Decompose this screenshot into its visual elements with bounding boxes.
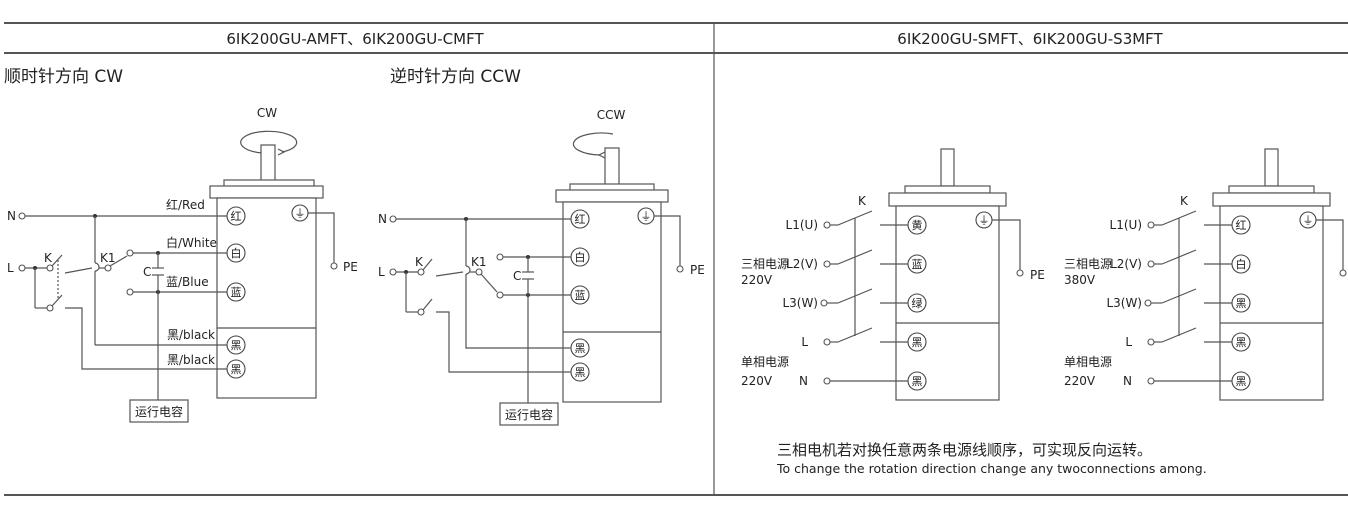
tp380-switch-k: K bbox=[1180, 194, 1189, 208]
tp220-pe-label: PE bbox=[1030, 268, 1045, 282]
three-phase-380v-diagram: 红 白 黑 黑 黑 ⏚ K L1(U) L2(V) L3(W) L N 三相电源… bbox=[1064, 148, 1347, 401]
tp380-terminal-1: 红 bbox=[1236, 219, 1247, 232]
ccw-terminal-blue: 蓝 bbox=[575, 289, 586, 302]
cw-wire-label-white: 白/White bbox=[166, 235, 217, 250]
tp380-terminal-2: 白 bbox=[1236, 257, 1247, 271]
ccw-input-l: L bbox=[378, 265, 385, 279]
ccw-switch-k: K bbox=[415, 255, 424, 269]
left-header-title: 6IK200GU-AMFT、6IK200GU-CMFT bbox=[226, 30, 484, 48]
tp220-input-l2: L2(V) bbox=[786, 257, 818, 271]
tp220-terminal-3: 绿 bbox=[912, 296, 923, 310]
tp220-terminal-5: 黑 bbox=[912, 375, 923, 388]
tp220-three-phase-voltage: 220V bbox=[741, 273, 773, 287]
tp220-input-n: N bbox=[799, 374, 808, 388]
tp220-single-phase-voltage: 220V bbox=[741, 374, 773, 388]
tp380-three-phase-label: 三相电源 bbox=[1064, 257, 1112, 271]
cw-terminal-black-1: 黑 bbox=[231, 339, 242, 352]
tp380-single-phase-label: 单相电源 bbox=[1064, 355, 1112, 369]
ccw-terminal-black-2: 黑 bbox=[575, 366, 586, 379]
cw-capacitor-c: C bbox=[143, 265, 151, 279]
cw-wire-label-black-2: 黑/black bbox=[167, 353, 215, 367]
ccw-rotation-label: CCW bbox=[597, 108, 626, 122]
ccw-terminal-black-1: 黑 bbox=[575, 342, 586, 355]
ccw-section-title: 逆时针方向 CCW bbox=[390, 67, 521, 87]
tp220-switch-k: K bbox=[858, 194, 867, 208]
svg-text:⏚: ⏚ bbox=[1303, 214, 1314, 227]
ccw-terminal-red: 红 bbox=[575, 213, 586, 226]
cw-input-l: L bbox=[7, 261, 14, 275]
tp380-input-l1: L1(U) bbox=[1110, 218, 1142, 232]
tp380-terminal-4: 黑 bbox=[1236, 336, 1247, 349]
note-chinese: 三相电机若对换任意两条电源线顺序，可实现反向运转。 bbox=[777, 441, 1152, 459]
tp380-input-n: N bbox=[1123, 374, 1132, 388]
tp220-terminal-4: 黑 bbox=[912, 336, 923, 349]
tp380-input-l3: L3(W) bbox=[1106, 296, 1142, 310]
svg-text:⏚: ⏚ bbox=[641, 210, 652, 223]
tp220-input-l1: L1(U) bbox=[786, 218, 818, 232]
cw-rotation-label: CW bbox=[257, 106, 277, 120]
cw-wire-label-blue: 蓝/Blue bbox=[166, 275, 209, 289]
tp220-single-phase-label: 单相电源 bbox=[741, 355, 789, 369]
tp220-three-phase-label: 三相电源 bbox=[741, 257, 789, 271]
cw-wire-label-red: 红/Red bbox=[166, 197, 205, 212]
svg-text:⏚: ⏚ bbox=[979, 214, 990, 227]
ccw-terminals: 红 白 蓝 黑 黑 ⏚ bbox=[570, 207, 655, 382]
ccw-input-n: N bbox=[378, 212, 387, 226]
cw-rotation-arrow-icon bbox=[240, 130, 298, 156]
cw-wire-label-black-1: 黑/black bbox=[167, 328, 215, 342]
cw-switch-k: K bbox=[44, 251, 53, 265]
right-header-title: 6IK200GU-SMFT、6IK200GU-S3MFT bbox=[897, 30, 1163, 48]
tp380-input-l: L bbox=[1125, 335, 1132, 349]
ccw-pe-label: PE bbox=[690, 263, 705, 277]
svg-text:⏚: ⏚ bbox=[295, 207, 306, 220]
cw-section-title: 顺时针方向 CW bbox=[4, 67, 123, 87]
tp380-motor bbox=[1212, 148, 1331, 401]
ccw-terminal-white: 白 bbox=[575, 250, 586, 264]
tp220-motor bbox=[888, 148, 1007, 401]
cw-pe-label: PE bbox=[343, 260, 358, 274]
ccw-motor bbox=[555, 147, 669, 403]
cw-diagram: 顺时针方向 CW CW 红 白 蓝 黑 黑 ⏚ PE N bbox=[4, 67, 358, 423]
tp220-terminal-1: 黄 bbox=[912, 218, 923, 232]
tp380-single-phase-voltage: 220V bbox=[1064, 374, 1096, 388]
ccw-rotation-arrow-icon bbox=[572, 132, 614, 159]
cw-terminal-blue: 蓝 bbox=[231, 286, 242, 299]
cw-input-n: N bbox=[7, 209, 16, 223]
tp380-three-phase-voltage: 380V bbox=[1064, 273, 1096, 287]
cw-terminal-red: 红 bbox=[231, 210, 242, 223]
tp380-terminal-3: 黑 bbox=[1236, 297, 1247, 310]
cw-motor bbox=[209, 144, 324, 399]
tp220-input-l3: L3(W) bbox=[782, 296, 818, 310]
cw-run-capacitor-box: 运行电容 bbox=[135, 404, 183, 419]
tp380-terminal-5: 黑 bbox=[1236, 375, 1247, 388]
cw-terminal-black-2: 黑 bbox=[231, 363, 242, 376]
ccw-diagram: 逆时针方向 CCW CCW 红 白 蓝 黑 黑 ⏚ PE N bbox=[378, 67, 705, 426]
ccw-run-capacitor-box: 运行电容 bbox=[505, 407, 553, 422]
note-english: To change the rotation direction change … bbox=[776, 461, 1207, 476]
three-phase-220v-diagram: 黄 蓝 绿 黑 黑 ⏚ PE K L1(U) L2(V) L3(W) L N 三… bbox=[741, 148, 1045, 401]
tp220-input-l: L bbox=[801, 335, 808, 349]
cw-switch-k1: K1 bbox=[100, 251, 116, 265]
ccw-capacitor-c: C bbox=[513, 269, 521, 283]
cw-terminals: 红 白 蓝 黑 黑 ⏚ bbox=[226, 204, 309, 379]
cw-terminal-white: 白 bbox=[231, 246, 242, 260]
ccw-switch-k1: K1 bbox=[471, 255, 487, 269]
tp380-input-l2: L2(V) bbox=[1110, 257, 1142, 271]
tp220-terminal-2: 蓝 bbox=[912, 258, 923, 271]
tp380-terminals: 红 白 黑 黑 黑 ⏚ bbox=[1231, 211, 1317, 391]
